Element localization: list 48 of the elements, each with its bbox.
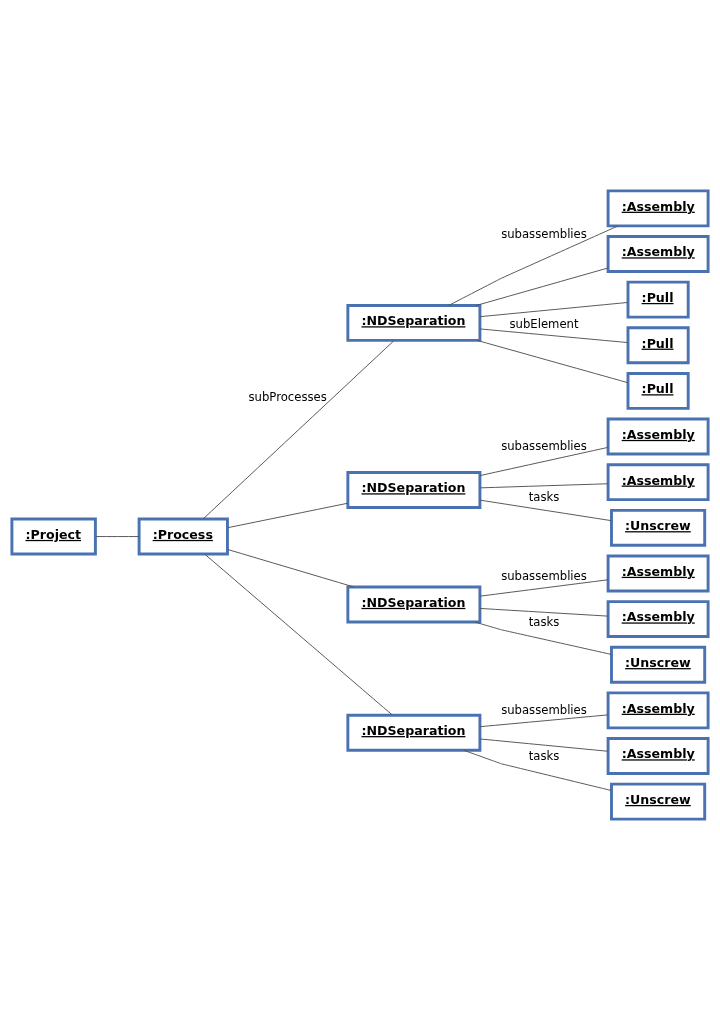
connector [479,301,629,318]
connector [204,553,393,716]
edge-label: subassemblies [501,568,587,583]
node-box: :Unscrew [610,645,707,684]
connector [479,446,609,477]
node-box: :NDSeparation [346,304,482,342]
edge-label: tasks [528,490,560,505]
connector [479,714,609,728]
node-box: :Assembly [606,463,710,502]
node-box: :Process [137,517,229,556]
node-box: :Unscrew [610,508,707,547]
edge-label: subElement [509,317,579,332]
node-box: :NDSeparation [346,471,482,509]
edge-label: subProcesses [248,390,327,405]
node-box: :Assembly [606,737,710,775]
connector [479,738,609,752]
edge-label: subassemblies [501,227,587,242]
node-box: :Project [10,517,97,556]
node-box: :Assembly [606,417,710,456]
connector [476,339,629,384]
node-box: :Assembly [606,189,710,228]
node-box: :Pull [626,326,690,365]
connector [227,548,355,588]
connector [479,328,629,344]
connector [479,483,609,489]
connector [474,621,612,655]
node-box: :NDSeparation [346,713,482,752]
node-box: :Assembly [606,235,710,273]
connector [227,502,349,529]
node-box: :Assembly [606,691,710,730]
edge-label: tasks [528,749,560,764]
connector [463,749,612,791]
connector [479,499,612,522]
connector [475,267,609,306]
connector [479,579,609,597]
edge-label: subassemblies [501,438,587,453]
edge-label: subassemblies [501,702,587,717]
node-box: :Assembly [606,600,710,639]
node-box: :NDSeparation [346,585,482,624]
node-box: :Assembly [606,554,710,593]
node-box: :Unscrew [610,782,707,821]
connector [479,607,609,617]
connector [202,340,395,520]
node-box: :Pull [626,280,690,319]
node-box: :Pull [626,371,690,410]
connector [448,225,619,306]
edge-label: tasks [528,615,560,630]
connector [95,536,140,538]
